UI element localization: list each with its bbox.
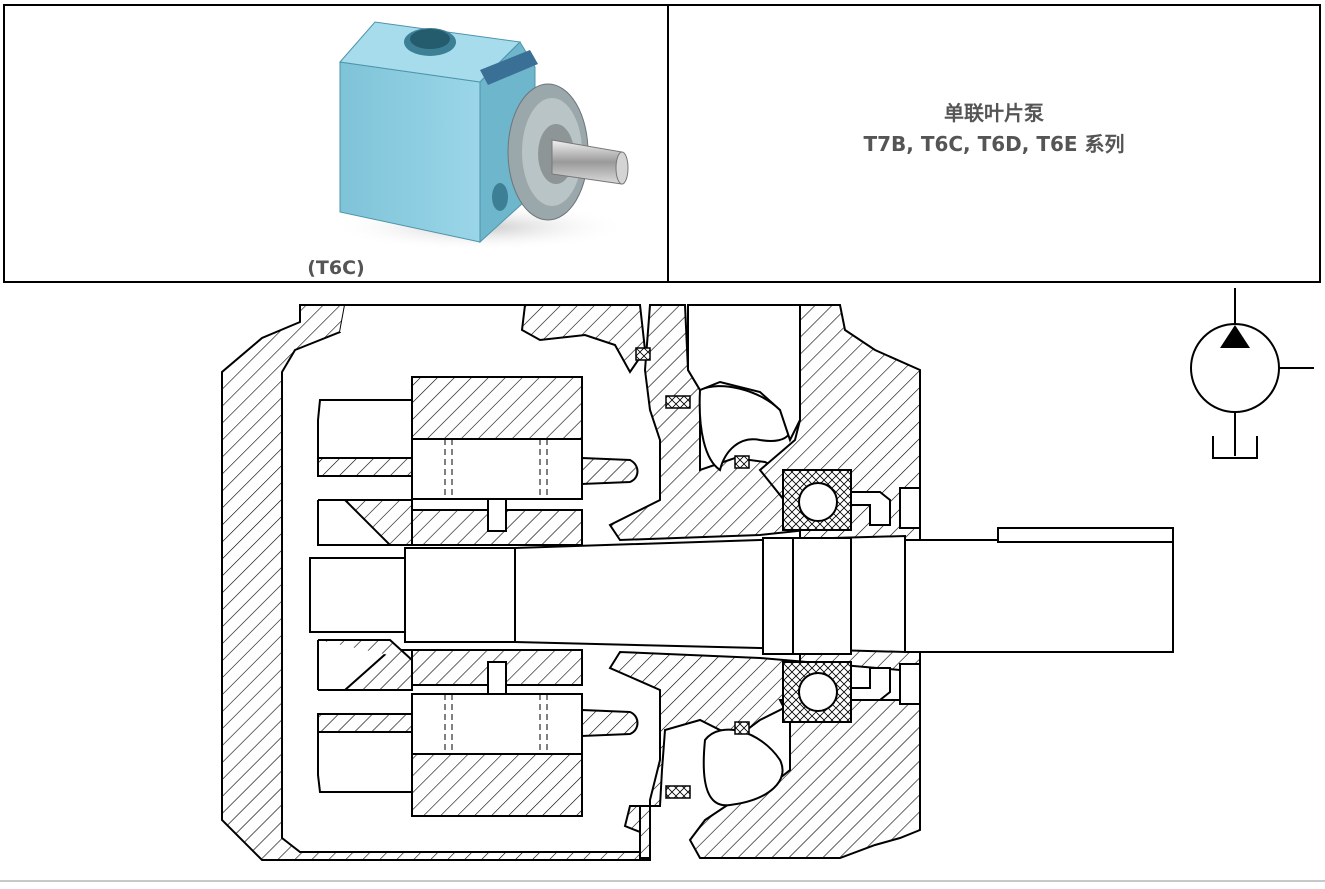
pump-photo bbox=[330, 21, 630, 251]
vane-pump-section-drawing bbox=[221, 304, 1174, 861]
hydraulic-pump-symbol-icon bbox=[1190, 288, 1314, 459]
header-table: (T6C) 单联叶片泵 T7B, T6C, T6D, T6E 系列 bbox=[3, 4, 1321, 283]
photo-cell: (T6C) bbox=[5, 6, 669, 281]
title-line-2: T7B, T6C, T6D, T6E 系列 bbox=[863, 131, 1125, 156]
photo-caption: (T6C) bbox=[307, 257, 365, 279]
title-line-1: 单联叶片泵 bbox=[943, 100, 1044, 125]
bottom-divider bbox=[0, 880, 1325, 882]
title-cell: 单联叶片泵 T7B, T6C, T6D, T6E 系列 bbox=[669, 6, 1319, 281]
document-title: 单联叶片泵 T7B, T6C, T6D, T6E 系列 bbox=[863, 98, 1124, 160]
